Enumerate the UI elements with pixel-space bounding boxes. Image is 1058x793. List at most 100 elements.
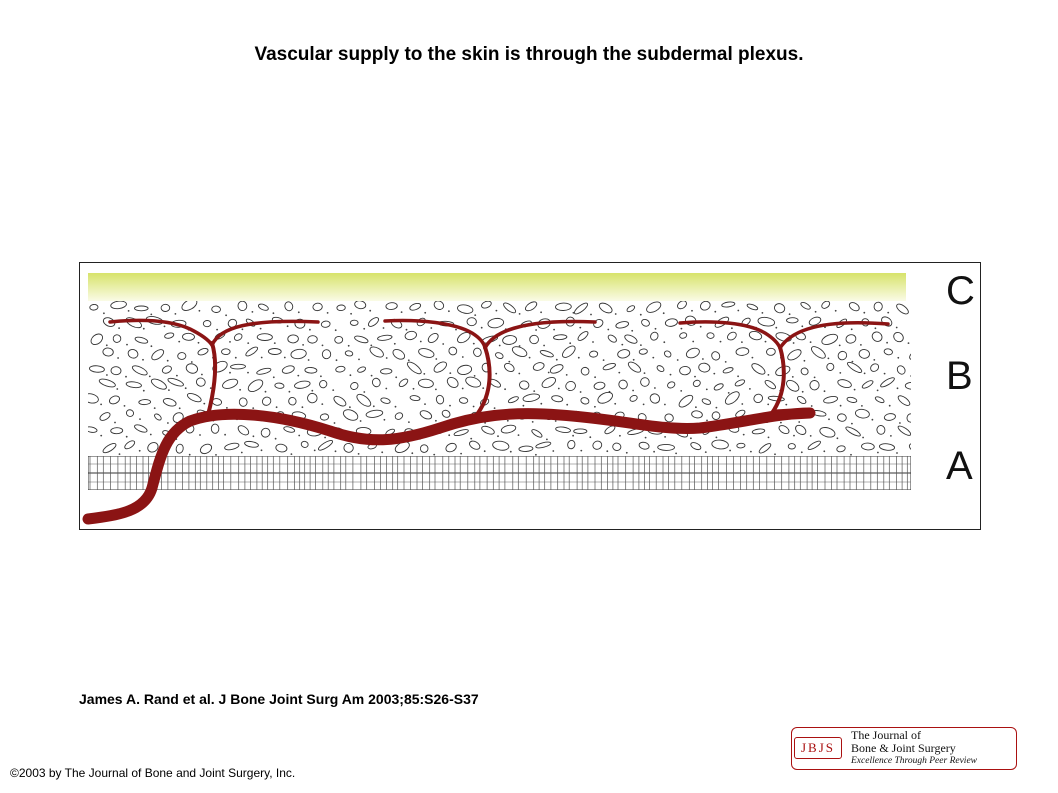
dermis-dot — [297, 374, 300, 377]
dermis-cell — [369, 346, 384, 358]
dermis-cell — [861, 380, 874, 389]
dermis-cell — [448, 346, 458, 356]
dermis-dot — [264, 390, 267, 393]
dermis-cell — [102, 317, 116, 327]
dermis-dot — [252, 407, 255, 409]
dermis-dot — [178, 340, 181, 343]
dermis-dot — [680, 327, 683, 330]
subdermal-plexus-vessels — [82, 318, 890, 525]
dermis-dot — [150, 313, 153, 316]
dermis-dot — [814, 310, 817, 313]
dermis-cell — [604, 425, 616, 435]
dermis-cell — [592, 440, 603, 450]
dermis-dot — [274, 437, 277, 440]
dermis-cell — [89, 304, 99, 311]
dermis-dot — [412, 387, 415, 390]
dermis-cell — [333, 395, 347, 407]
dermis-dot — [407, 359, 410, 362]
dermis-dot — [664, 403, 666, 406]
dermis-cell — [690, 442, 702, 451]
dermis-cell — [110, 301, 127, 310]
dermis-dot — [751, 356, 754, 359]
dermis-dot — [552, 450, 555, 452]
dermis-dot — [719, 340, 722, 343]
dermis-dot — [764, 340, 767, 343]
dermis-cell — [573, 302, 589, 315]
dermis-dot — [810, 405, 813, 407]
dermis-cell — [112, 334, 122, 343]
dermis-dot — [226, 407, 228, 409]
dermis-cell — [764, 380, 776, 390]
dermis-dot — [142, 389, 145, 392]
dermis-dot — [118, 453, 121, 455]
dermis-cell — [874, 396, 885, 404]
dermis-dot — [676, 359, 679, 361]
dermis-cell — [580, 366, 590, 376]
dermis-dot — [372, 405, 375, 408]
dermis-cell — [244, 440, 259, 448]
dermis-cell — [138, 399, 152, 406]
dermis-cell — [441, 409, 451, 418]
dermis-dot — [311, 389, 314, 392]
dermis-cell — [281, 365, 295, 374]
dermis-dot — [896, 387, 899, 390]
dermis-dot — [785, 403, 788, 406]
dermis-dot — [606, 450, 609, 453]
dermis-dot — [798, 421, 801, 423]
dermis-dot — [632, 358, 635, 361]
dermis-cell — [211, 305, 221, 313]
dermis-dot — [860, 344, 862, 346]
dermis-cell — [593, 319, 604, 328]
dermis-cell — [102, 443, 117, 454]
dermis-dot — [625, 451, 628, 454]
dermis-cell — [131, 365, 148, 376]
dermis-cell — [162, 398, 177, 407]
dermis-cell — [518, 445, 534, 452]
dermis-cell — [786, 379, 800, 392]
dermis-dot — [692, 340, 695, 343]
dermis-dot — [273, 342, 276, 344]
dermis-cell — [624, 334, 638, 344]
dermis-dot — [347, 344, 350, 347]
dermis-cell — [256, 367, 272, 375]
dermis-dot — [654, 387, 656, 389]
dermis-cell — [529, 334, 539, 345]
dermis-dot — [540, 311, 542, 314]
dermis-cell — [598, 302, 613, 314]
dermis-cell — [722, 367, 734, 374]
dermis-cell — [212, 360, 228, 373]
dermis-dot — [793, 434, 795, 437]
dermis-dot — [106, 374, 108, 376]
dermis-dot — [863, 372, 866, 375]
dermis-cell — [99, 412, 111, 421]
dermis-cell — [406, 361, 422, 375]
dermis-dot — [699, 325, 702, 328]
dermis-dot — [424, 403, 426, 405]
dermis-cell — [371, 377, 381, 388]
dermis-dot — [359, 420, 362, 422]
dermis-cell — [597, 391, 613, 404]
dermis-dot — [809, 435, 812, 437]
dermis-dot — [251, 311, 254, 313]
dermis-cell — [577, 331, 589, 341]
dermis-cell — [664, 318, 678, 327]
dermis-dot — [163, 325, 166, 328]
dermis-dot — [801, 325, 804, 328]
dermis-cell — [109, 395, 120, 405]
dermis-cell — [846, 396, 858, 403]
dermis-dot — [125, 435, 128, 438]
dermis-cell — [736, 442, 746, 449]
dermis-dot — [863, 311, 866, 314]
dermis-dot — [618, 371, 621, 374]
dermis-dot — [433, 453, 436, 456]
dermis-dot — [472, 342, 475, 345]
dermis-dot — [272, 376, 275, 379]
dermis-cell — [377, 334, 393, 341]
dermis-cell — [453, 429, 469, 437]
dermis-cell — [751, 363, 766, 375]
dermis-dot — [642, 403, 645, 406]
dermis-dot — [801, 390, 804, 393]
dermis-dot — [332, 389, 335, 391]
dermis-dot — [517, 434, 520, 436]
dermis-cell — [775, 332, 792, 342]
